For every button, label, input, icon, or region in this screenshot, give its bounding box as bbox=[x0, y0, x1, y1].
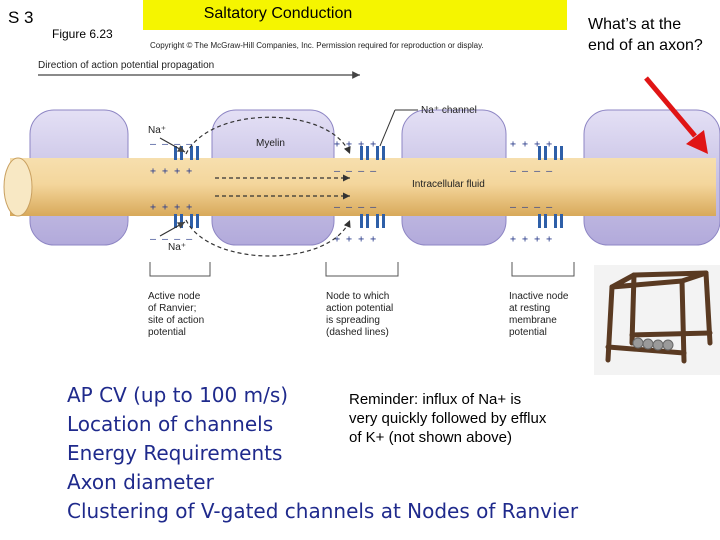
na-channel bbox=[180, 146, 183, 160]
svg-text:of Ranvier;: of Ranvier; bbox=[148, 303, 196, 314]
na-channel bbox=[196, 214, 199, 228]
svg-text:– – – –: – – – – bbox=[150, 234, 193, 245]
question-line-1: What’s at the bbox=[588, 16, 682, 33]
svg-text:+ + + +: + + + + bbox=[150, 202, 192, 213]
na-channel bbox=[382, 214, 385, 228]
myelin-label: Myelin bbox=[256, 138, 285, 149]
na-channel bbox=[554, 146, 557, 160]
sodium-influx-arrow bbox=[159, 221, 186, 237]
bullet-item: AP CV (up to 100 m/s) bbox=[67, 383, 289, 407]
bullet-item: Clustering of V-gated channels at Nodes … bbox=[67, 499, 579, 523]
propagation-direction-label: Direction of action potential propagatio… bbox=[38, 60, 214, 71]
slide-title: Saltatory Conduction bbox=[203, 5, 353, 22]
question-text: What’s at the end of an axon? bbox=[588, 14, 720, 56]
bullet-item: Axon diameter bbox=[67, 470, 214, 494]
svg-text:action potential: action potential bbox=[326, 303, 393, 314]
svg-text:potential: potential bbox=[148, 327, 186, 338]
intracellular-fluid-label: Intracellular fluid bbox=[412, 179, 485, 190]
bullet-item: Energy Requirements bbox=[67, 441, 283, 465]
red-pointer-arrow bbox=[644, 76, 697, 138]
current-loop bbox=[185, 116, 351, 155]
node-bracket bbox=[511, 262, 575, 277]
na-channel bbox=[190, 146, 193, 160]
cradle-balls bbox=[632, 337, 674, 351]
node-bracket bbox=[325, 262, 399, 277]
na-channel bbox=[544, 146, 547, 160]
svg-text:– – – –: – – – – bbox=[510, 202, 553, 213]
svg-text:membrane: membrane bbox=[509, 315, 557, 326]
node-inactive-caption: Inactive node at resting membrane potent… bbox=[509, 291, 569, 338]
na-channel bbox=[360, 146, 363, 160]
copyright-notice: Copyright © The McGraw-Hill Companies, I… bbox=[150, 41, 484, 50]
axon-cross-section bbox=[3, 157, 33, 217]
reminder-line: of K+ (not shown above) bbox=[349, 429, 513, 446]
sodium-channels bbox=[174, 146, 563, 228]
na-channel bbox=[366, 214, 369, 228]
svg-text:site of action: site of action bbox=[148, 315, 204, 326]
node-active-caption: Active node of Ranvier; site of action p… bbox=[148, 291, 204, 338]
na-channel bbox=[190, 214, 193, 228]
slide-number: S 3 bbox=[8, 8, 34, 27]
reminder-line: very quickly followed by efflux bbox=[349, 410, 547, 427]
axon bbox=[10, 158, 716, 216]
sodium-influx-arrow bbox=[159, 137, 186, 153]
svg-text:+ + + +: + + + + bbox=[510, 139, 552, 150]
na-channel bbox=[560, 214, 563, 228]
na-channel bbox=[554, 214, 557, 228]
current-loop bbox=[185, 219, 351, 257]
na-channel bbox=[538, 214, 541, 228]
svg-text:– – – –: – – – – bbox=[510, 166, 553, 177]
node-spreading-caption: Node to which action potential is spread… bbox=[326, 291, 393, 338]
svg-text:Inactive node: Inactive node bbox=[509, 291, 569, 302]
svg-text:potential: potential bbox=[509, 327, 547, 338]
saltatory-conduction-diagram: Direction of action potential propagatio… bbox=[3, 60, 720, 338]
question-line-2: end of an axon? bbox=[588, 37, 703, 54]
svg-text:+ + + +: + + + + bbox=[150, 166, 192, 177]
bullet-item: Location of channels bbox=[67, 412, 274, 436]
na-channel bbox=[560, 146, 563, 160]
svg-text:– – – –: – – – – bbox=[334, 166, 377, 177]
node-brackets bbox=[149, 262, 575, 277]
svg-text:+ + + +: + + + + bbox=[510, 234, 552, 245]
figure-number: Figure 6.23 bbox=[52, 27, 113, 41]
bullet-list: AP CV (up to 100 m/s) Location of channe… bbox=[67, 381, 578, 526]
na-channel bbox=[544, 214, 547, 228]
na-channel bbox=[376, 214, 379, 228]
na-channel-label: Na⁺ channel bbox=[421, 105, 477, 116]
red-arrow-head bbox=[686, 130, 708, 154]
node-bracket bbox=[149, 262, 211, 277]
na-channel bbox=[174, 146, 177, 160]
na-channel bbox=[180, 214, 183, 228]
svg-text:– – – –: – – – – bbox=[334, 202, 377, 213]
na-channel bbox=[196, 146, 199, 160]
na-channel bbox=[382, 146, 385, 160]
na-channel-leader bbox=[379, 109, 396, 147]
na-channel bbox=[366, 146, 369, 160]
svg-text:at resting: at resting bbox=[509, 303, 550, 314]
svg-text:+ + + +: + + + + bbox=[334, 139, 376, 150]
na-top-label: Na⁺ bbox=[148, 125, 166, 136]
local-current-loops bbox=[185, 116, 351, 257]
na-bottom-label: Na⁺ bbox=[168, 242, 186, 253]
na-channel bbox=[538, 146, 541, 160]
cradle-frame bbox=[605, 270, 713, 364]
svg-text:Node to which: Node to which bbox=[326, 291, 389, 302]
reminder-note: Reminder: influx of Na+ is very quickly … bbox=[349, 390, 599, 447]
newtons-cradle-photo bbox=[594, 265, 720, 375]
reminder-line: Reminder: influx of Na+ is bbox=[349, 391, 522, 408]
svg-text:+ + + +: + + + + bbox=[334, 234, 376, 245]
na-channel bbox=[174, 214, 177, 228]
svg-text:is spreading: is spreading bbox=[326, 315, 380, 326]
na-channel bbox=[376, 146, 379, 160]
na-channel bbox=[360, 214, 363, 228]
svg-text:(dashed lines): (dashed lines) bbox=[326, 327, 389, 338]
svg-text:Active node: Active node bbox=[148, 291, 201, 302]
title-banner bbox=[143, 0, 567, 30]
